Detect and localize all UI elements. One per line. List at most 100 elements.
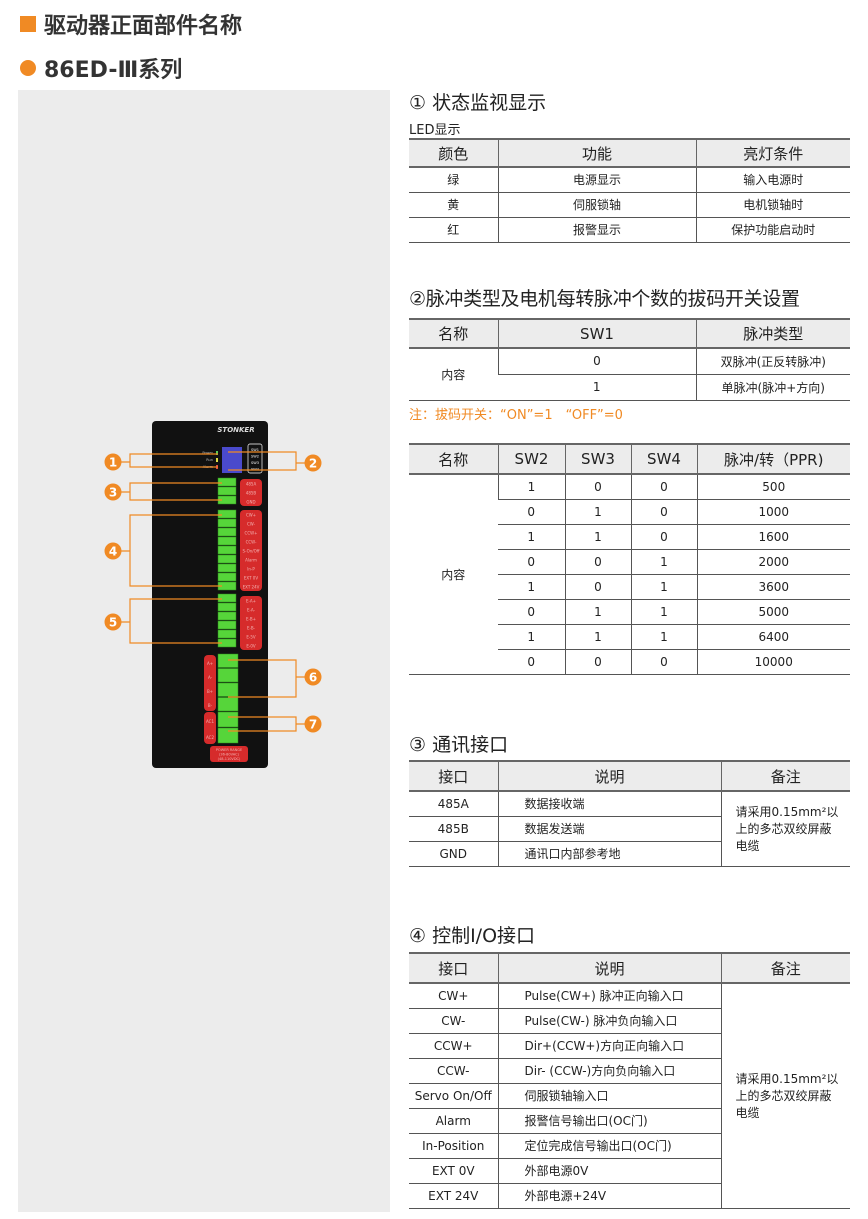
header-row: 颜色功能亮灯条件 (409, 138, 850, 168)
motor_labels-label-plate (204, 655, 216, 711)
table-row: 黄伺服锁轴电机锁轴时 (409, 192, 850, 218)
description-cell: 伺服锁轴输入口 (497, 1083, 721, 1109)
led-label: Run (206, 458, 213, 462)
table-cell: 500 (696, 474, 850, 500)
callout-badge (304, 715, 322, 733)
table-cell: 输入电源时 (695, 167, 850, 193)
table-cell: 1 (497, 474, 565, 500)
table-cell: 电源显示 (497, 167, 696, 193)
table-cell: 1 (498, 524, 565, 550)
column-header: SW1 (497, 318, 696, 349)
switch-label: SW2 (251, 455, 259, 459)
callout-badge (104, 613, 122, 631)
power-terminal (217, 711, 239, 728)
led-indicator (216, 451, 218, 455)
table-row: CCW+Dir+(CCW+)方向正向输入口 (409, 1033, 850, 1059)
terminal-label: AC1 (206, 719, 214, 724)
callout-number: 1 (109, 456, 117, 470)
port-cell: 485A (409, 791, 498, 817)
terminal-label: CW- (247, 521, 256, 526)
callout-number: 2 (309, 457, 317, 471)
table-cell: 1 (630, 599, 697, 625)
table-cell: 电机锁轴时 (695, 192, 850, 218)
callout-badge (304, 668, 322, 686)
motor-terminal (217, 668, 239, 683)
row-label: 内容 (409, 474, 498, 675)
driver-front-diagram: STONKERPowerRunAlarmSW1SW2SW3SW4485A485B… (104, 421, 322, 768)
comm-terminal (217, 477, 237, 487)
table-cell: 1 (564, 499, 631, 525)
table-cell: 0 (630, 499, 697, 525)
power-range-text: (48-110VDC) (218, 757, 241, 761)
page-title: 驱动器正面部件名称 (20, 8, 242, 40)
table-cell: 0 (564, 574, 631, 600)
io_labels-label-plate (240, 510, 262, 591)
table-cell: 0 (498, 599, 565, 625)
terminal-label: EXT 0V (244, 575, 258, 580)
section-3-title: ③ 通讯接口 (409, 734, 509, 756)
port-cell: EXT 0V (409, 1158, 498, 1184)
callout-bracket (228, 659, 297, 698)
encoder-terminal (217, 611, 237, 621)
callout-badge (304, 454, 322, 472)
table-cell: 双脉冲(正反转脉冲) (695, 348, 850, 375)
description-cell: Pulse(CW-) 脉冲负向输入口 (497, 1008, 721, 1034)
column-header: 接口 (409, 952, 498, 984)
column-header: 功能 (497, 138, 696, 168)
table-cell: 0 (630, 649, 697, 675)
description-cell: 通讯口内部参考地 (497, 841, 721, 867)
callout-bracket (129, 598, 222, 644)
table-cell: 报警显示 (497, 217, 696, 243)
io-terminal (217, 545, 237, 555)
callout-number: 3 (109, 486, 117, 500)
port-cell: CW+ (409, 983, 498, 1009)
io-terminal (217, 527, 237, 537)
table-cell: 单脉冲(脉冲+方向) (695, 374, 850, 401)
table-row: 红报警显示保护功能启动时 (409, 217, 850, 243)
series-text: 86ED-Ⅲ系列 (44, 58, 183, 83)
table-cell: 0 (497, 348, 696, 375)
led-label: Power (202, 451, 213, 455)
callout-bracket (129, 453, 218, 468)
motor-terminal (217, 682, 239, 697)
table-row: CCW-Dir- (CCW-)方向负向输入口 (409, 1058, 850, 1084)
terminal-label: B- (208, 703, 213, 708)
table-cell: 红 (409, 217, 498, 243)
table-cell: 伺服锁轴 (497, 192, 696, 218)
port-cell: Alarm (409, 1108, 498, 1134)
encoder-terminal (217, 620, 237, 630)
switch-label-box (247, 443, 263, 474)
power_labels-label-plate (204, 712, 216, 744)
description-cell: Dir+(CCW+)方向正向输入口 (497, 1033, 721, 1059)
table-cell: 1 (498, 574, 565, 600)
description-cell: 外部电源+24V (497, 1183, 721, 1209)
callout-bracket (228, 451, 297, 471)
terminal-label: E-5V (246, 634, 256, 639)
table-cell: 6400 (696, 624, 850, 650)
description-cell: 外部电源0V (497, 1158, 721, 1184)
terminal-label: In-P (247, 566, 255, 571)
io-terminal (217, 563, 237, 573)
led-table: 颜色功能亮灯条件绿电源显示输入电源时黄伺服锁轴电机锁轴时红报警显示保护功能启动时 (409, 138, 850, 243)
callout-number: 7 (309, 718, 317, 732)
terminal-label: B+ (207, 689, 213, 694)
column-header: 颜色 (409, 138, 498, 168)
table-cell: 1 (564, 624, 631, 650)
brand-logo: STONKER (217, 426, 254, 434)
column-header: 接口 (409, 760, 498, 792)
